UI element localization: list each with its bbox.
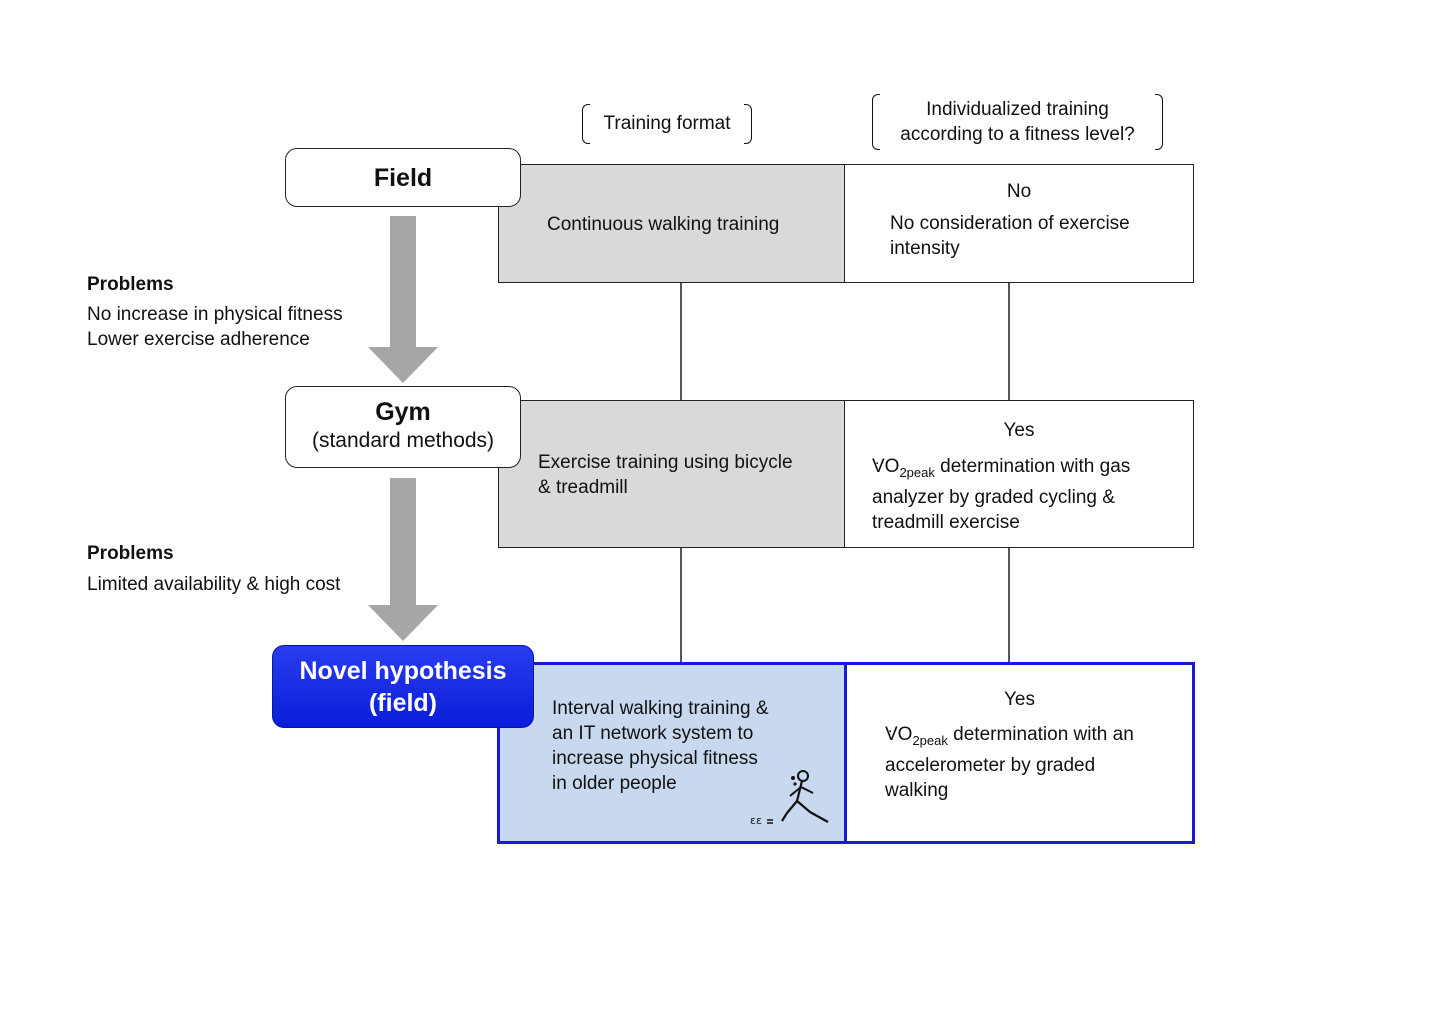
gym-detail-line3: treadmill exercise [872, 511, 1020, 533]
novel-detail-line3: walking [885, 779, 949, 801]
stage-novel-line1: Novel hypothesis [299, 657, 507, 685]
walking-person-icon: ɛɛ [750, 770, 829, 827]
novel-detail: .VO2peak determination with an accelerom… [885, 719, 1134, 803]
novel-format-cell: Interval walking training & an IT networ… [497, 662, 847, 844]
novel-format-line2: an IT network system to [552, 723, 754, 744]
gym-detail-line1: .VO2peak determination with gas [872, 451, 1131, 480]
arrow-down-icon [368, 347, 438, 383]
problem-line: Lower exercise adherence [87, 329, 310, 350]
gym-answer: Yes [1003, 420, 1035, 441]
problems-text: No increase in physical fitness Lower ex… [87, 302, 343, 352]
gym-format-line2: & treadmill [538, 477, 628, 498]
stage-novel-line2: (field) [368, 689, 438, 717]
novel-answer: Yes [1004, 689, 1035, 710]
arrow-shaft [390, 478, 416, 606]
novel-format-text: Interval walking training & an IT networ… [552, 696, 769, 796]
field-detail-line2: intensity [890, 238, 960, 259]
connector-line [680, 547, 682, 664]
gym-format-text: Exercise training using bicycle & treadm… [538, 450, 793, 500]
stage-field-title: Field [373, 164, 433, 192]
gym-detail-line2: analyzer by graded cycling & [872, 486, 1115, 508]
connector-line [1008, 282, 1010, 402]
problems-block-2: Problems Limited availability & high cos… [87, 543, 340, 597]
field-format-text: Continuous walking training [547, 214, 780, 235]
novel-detail-line2: accelerometer by graded [885, 754, 1096, 776]
problems-title: Problems [87, 274, 174, 295]
arrow-down-icon [368, 605, 438, 641]
novel-detail-line1: .VO2peak determination with an [885, 719, 1134, 748]
bracket-right [1155, 94, 1163, 150]
stage-gym-title: Gym [375, 398, 431, 426]
bracket-left [582, 104, 590, 144]
field-detail-line1: No consideration of exercise [890, 213, 1130, 234]
bracket-left [872, 94, 880, 150]
arrow-shaft [390, 216, 416, 348]
connector-line [1008, 547, 1010, 664]
stage-novel-hypothesis: Novel hypothesis (field) [272, 645, 534, 728]
novel-format-line3: increase physical fitness [552, 748, 758, 769]
problem-line: Limited availability & high cost [87, 574, 341, 595]
stage-gym: Gym (standard methods) [285, 386, 521, 468]
gym-format-cell: Exercise training using bicycle & treadm… [498, 400, 846, 548]
bracket-right [744, 104, 752, 144]
problems-text: Limited availability & high cost [87, 572, 340, 597]
svg-text:ɛɛ: ɛɛ [750, 814, 762, 827]
field-answer: No [1006, 181, 1032, 202]
connector-line [680, 282, 682, 402]
novel-answer-cell: Yes .VO2peak determination with an accel… [844, 662, 1195, 844]
field-answer-cell: No No consideration of exercise intensit… [844, 164, 1194, 283]
header-training-format-text: Training format [603, 113, 731, 134]
gym-detail: .VO2peak determination with gas analyzer… [872, 451, 1131, 535]
novel-format-line4: in older people [552, 773, 677, 794]
field-detail: No consideration of exercise intensity [890, 211, 1130, 261]
header-individualized-line2: according to a fitness level? [900, 124, 1135, 145]
field-format-cell: Continuous walking training [498, 164, 846, 283]
problem-line: No increase in physical fitness [87, 304, 343, 325]
stage-gym-subtitle: (standard methods) [311, 429, 495, 452]
problems-title: Problems [87, 543, 174, 564]
header-individualized: Individualized training according to a f… [872, 94, 1163, 150]
gym-format-line1: Exercise training using bicycle [538, 452, 793, 473]
gym-answer-cell: Yes .VO2peak determination with gas anal… [844, 400, 1194, 548]
novel-format-line1: Interval walking training & [552, 698, 769, 719]
header-training-format: Training format [582, 104, 752, 144]
problems-block-1: Problems No increase in physical fitness… [87, 274, 343, 352]
header-individualized-line1: Individualized training [926, 99, 1109, 120]
stage-field: Field [285, 148, 521, 207]
